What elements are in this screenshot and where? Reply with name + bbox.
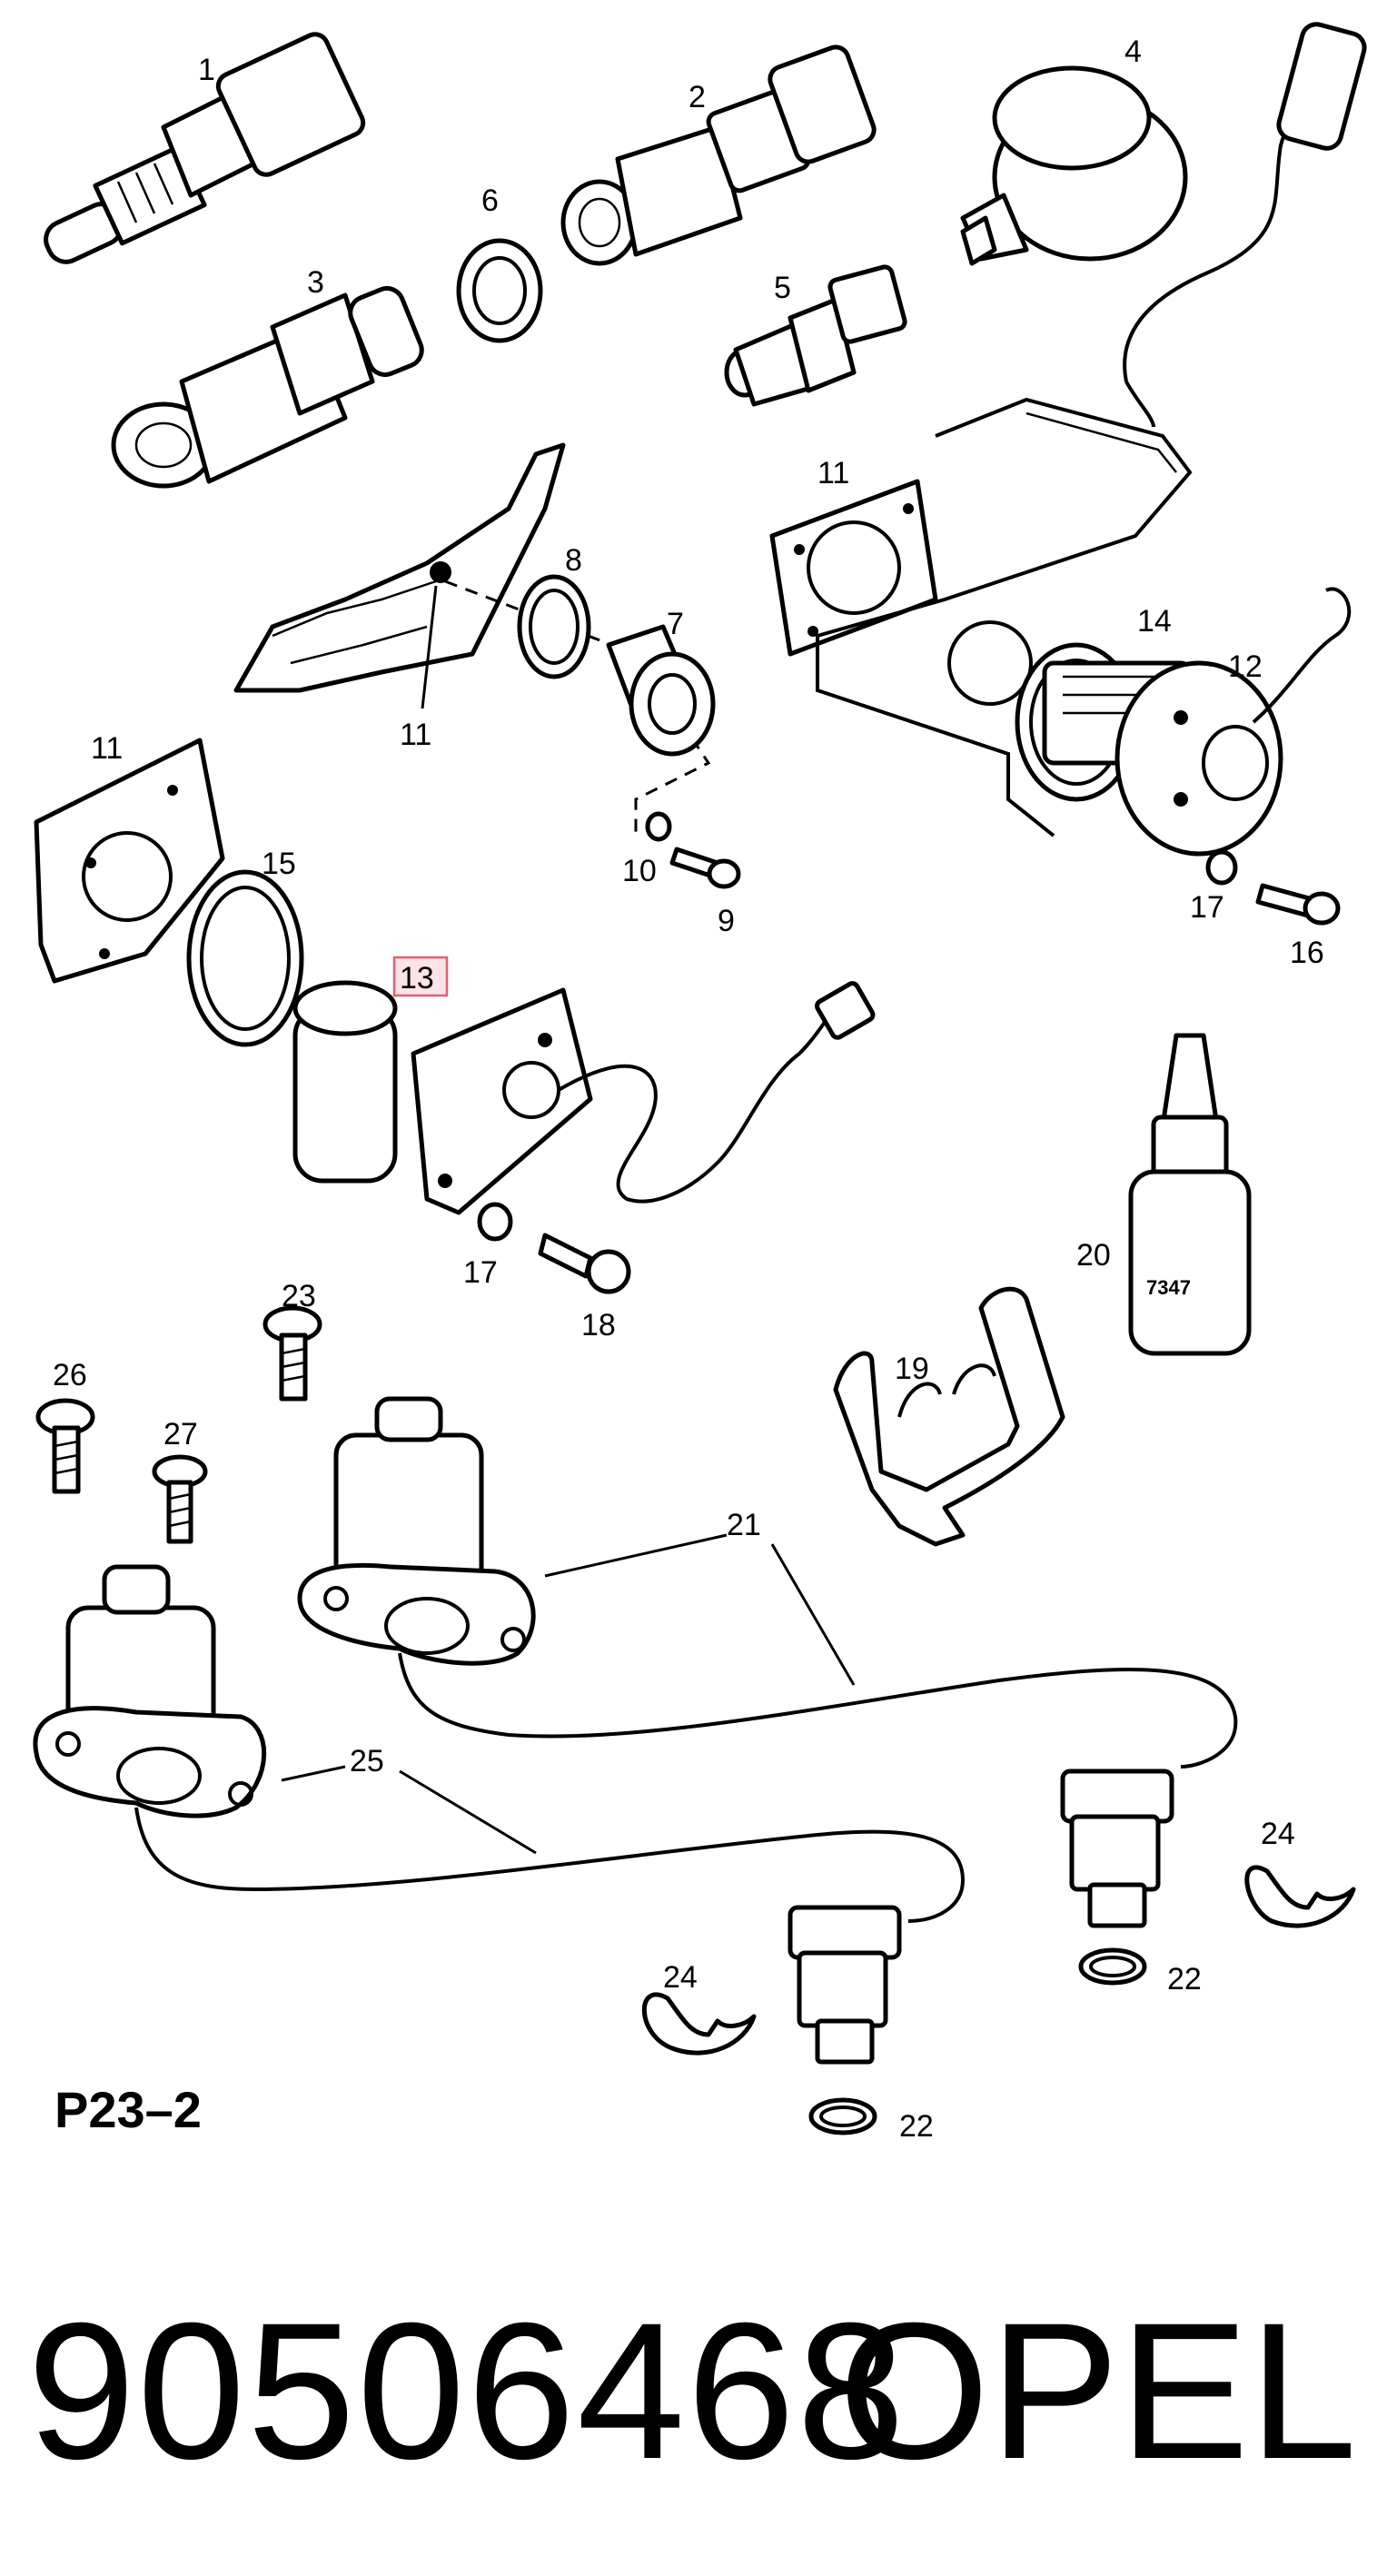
callout-10: 10 xyxy=(622,854,657,888)
part-20-sealant-bottle: 7347 xyxy=(1128,1033,1252,1356)
part-9-bolt xyxy=(669,847,741,889)
part-12-selector-motor xyxy=(1042,587,1352,857)
callout-9: 9 xyxy=(718,904,735,938)
callout-11-housing: 11 xyxy=(400,718,431,752)
callout-20: 20 xyxy=(1076,1238,1111,1273)
part-19-cable-clip xyxy=(833,1286,1065,1547)
callout-11-gasket-upper: 11 xyxy=(817,456,849,490)
callout-14: 14 xyxy=(1137,604,1172,639)
callout-1: 1 xyxy=(198,53,215,87)
connector-lower xyxy=(788,1905,902,2065)
part-1-temperature-sensor xyxy=(44,32,366,264)
callout-labels: 1 2 3 4 5 6 7 8 9 10 11 11 11 12 13 14 1… xyxy=(53,35,1324,2144)
callout-23: 23 xyxy=(282,1279,316,1313)
callout-3: 3 xyxy=(307,265,324,300)
part-27-screw xyxy=(152,1454,208,1544)
part-22-seal-upper xyxy=(1078,1947,1147,1986)
part-24-clip-right xyxy=(1244,1865,1356,1928)
part-22-seal-lower xyxy=(808,2097,877,2135)
callout-16: 16 xyxy=(1290,936,1324,970)
callout-13: 13 xyxy=(400,961,434,996)
callout-15: 15 xyxy=(262,847,296,881)
callout-24-left: 24 xyxy=(663,1960,698,1995)
diagram-reference-code: P23–2 xyxy=(54,2081,202,2138)
cable-top-right xyxy=(1123,22,1367,428)
part-number: 90506468 xyxy=(27,2283,907,2500)
part-5-switch xyxy=(724,264,907,407)
part-17-washer-right xyxy=(1205,849,1238,886)
part-23-screw xyxy=(263,1305,322,1402)
callout-5: 5 xyxy=(774,271,791,305)
part-15-o-ring xyxy=(186,869,304,1047)
callout-22-upper: 22 xyxy=(1167,1962,1202,1996)
callout-19: 19 xyxy=(895,1352,929,1386)
callout-18: 18 xyxy=(581,1308,616,1342)
brand-name: OPEL xyxy=(838,2283,1357,2500)
callout-26: 26 xyxy=(53,1358,87,1392)
part-2-pressure-switch xyxy=(560,45,877,266)
part-18-bolt xyxy=(538,1233,631,1294)
part-10-washer xyxy=(645,811,672,842)
callout-7: 7 xyxy=(667,607,684,641)
part-3-sender-unit xyxy=(111,285,424,489)
part-11-gasket-left xyxy=(34,738,225,984)
callout-25: 25 xyxy=(350,1744,384,1778)
callout-11-gasket-left: 11 xyxy=(91,731,123,766)
callout-24-right: 24 xyxy=(1261,1817,1295,1851)
part-17-washer-mid xyxy=(477,1202,513,1242)
highlight-box-13 xyxy=(392,956,449,997)
part-4-pressure-sensor xyxy=(960,65,1188,266)
transmission-housing xyxy=(233,442,711,836)
callout-17-right: 17 xyxy=(1190,890,1224,925)
callout-12: 12 xyxy=(1228,649,1263,684)
callout-22-lower: 22 xyxy=(899,2109,934,2144)
part-24-clip-left xyxy=(641,1992,757,2056)
part-21-speed-sensor xyxy=(297,1396,1238,1769)
callout-21: 21 xyxy=(727,1508,761,1542)
callout-2: 2 xyxy=(688,80,706,114)
part-13-clutch-actuator-motor xyxy=(292,980,876,1215)
callout-8: 8 xyxy=(565,543,582,578)
part-6-seal-ring xyxy=(456,238,543,343)
connector-upper xyxy=(1060,1769,1174,1928)
part-11-gasket-upper xyxy=(769,479,938,657)
part-8-o-ring xyxy=(517,574,591,679)
part-26-screw xyxy=(35,1398,95,1494)
callout-27: 27 xyxy=(163,1417,198,1451)
callout-6: 6 xyxy=(481,183,499,218)
callout-4: 4 xyxy=(1124,35,1142,69)
bottle-label-text: 7347 xyxy=(1146,1276,1191,1299)
part-16-bolt xyxy=(1255,883,1341,926)
callout-17-mid: 17 xyxy=(463,1255,498,1290)
part-7-connector xyxy=(606,624,716,757)
part-25-speed-sensor xyxy=(33,1564,966,1923)
leader-lines xyxy=(281,585,856,1855)
gearbox-casing xyxy=(816,397,1193,837)
